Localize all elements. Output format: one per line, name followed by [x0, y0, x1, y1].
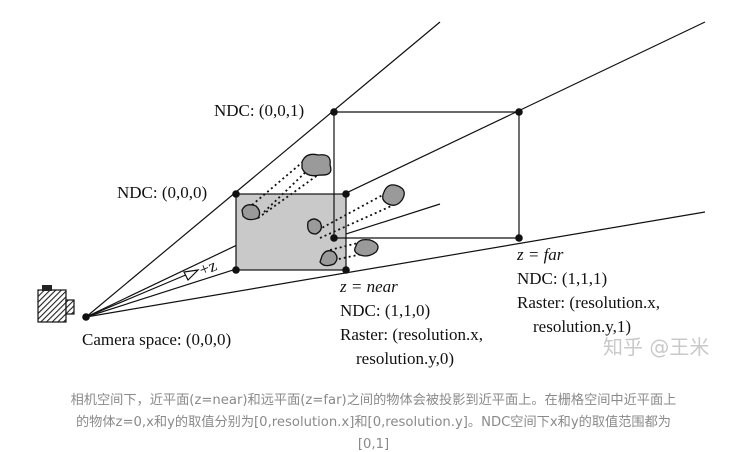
point-ndc-110 — [342, 266, 350, 274]
plus-z-label: +z — [196, 256, 219, 280]
label-ndc-110: NDC: (1,1,0) — [340, 301, 430, 320]
frustum-rays — [85, 21, 706, 318]
projection-lines — [251, 159, 399, 261]
point-ndc-001 — [330, 108, 338, 116]
label-ndc-001: NDC: (0,0,1) — [214, 101, 304, 120]
label-ndc-111: NDC: (1,1,1) — [517, 269, 607, 288]
scene-objects — [241, 153, 405, 267]
object-blob — [354, 238, 379, 257]
label-raster-far-2: resolution.y,1) — [533, 317, 631, 336]
watermark: 知乎 @王米 — [603, 335, 709, 359]
label-raster-near-2: resolution.y,0) — [356, 349, 454, 368]
caption-line-3: [0,1] — [357, 437, 390, 452]
label-raster-far-1: Raster: (resolution.x, — [517, 293, 660, 312]
figure-caption: 相机空间下，近平面(z=near)和远平面(z=far)之间的物体会被投影到近平… — [0, 390, 747, 452]
caption-line-2: 的物体z=0,x和y的取值分别为[0,resolution.x]和[0,reso… — [76, 415, 671, 430]
label-z-near: z = near — [339, 277, 398, 296]
object-blob — [307, 218, 322, 235]
object-blob — [382, 184, 405, 206]
camera-icon — [37, 285, 75, 323]
object-blob — [241, 204, 261, 221]
object-blob — [319, 250, 338, 267]
caption-line-1: 相机空间下，近平面(z=near)和远平面(z=far)之间的物体会被投影到近平… — [70, 393, 677, 408]
point-ndc-111 — [515, 234, 523, 242]
label-raster-near-1: Raster: (resolution.x, — [340, 325, 483, 344]
label-camera-space: Camera space: (0,0,0) — [82, 330, 231, 349]
corner-points — [82, 108, 523, 321]
frustum-diagram: +z NDC: (0,0,1) NDC: (0,0,0) z = near ND… — [37, 21, 709, 368]
point-camera-origin — [82, 313, 90, 321]
object-blob — [301, 153, 332, 177]
z-axis-arrow: +z — [85, 256, 220, 318]
point-ndc-000 — [232, 190, 240, 198]
label-z-far: z = far — [516, 245, 564, 264]
far-plane — [333, 111, 520, 239]
label-ndc-000: NDC: (0,0,0) — [117, 183, 207, 202]
